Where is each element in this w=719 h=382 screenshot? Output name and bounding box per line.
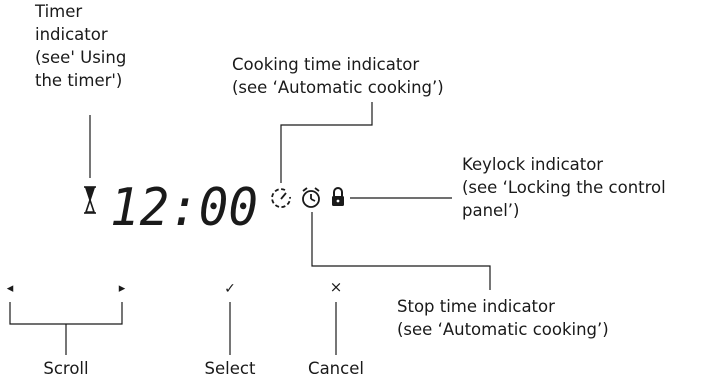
seven-segment-display: 12:00 [110,178,258,238]
hourglass-icon [84,186,96,214]
scroll-label: Scroll [43,359,89,378]
display-time: 12:00 [110,178,258,238]
select-button[interactable]: ✓ [224,281,236,297]
cooking-time-clock-icon [271,188,291,208]
cancel-button[interactable]: × [330,278,343,296]
cooking-time-leader [280,102,373,183]
scroll-right-button[interactable]: ▸ [119,281,126,296]
stop-time-indicator-label: Stop time indicator (see ‘Automatic cook… [397,297,609,339]
timer-indicator-label: Timer indicator (see' Using the timer') [35,2,127,90]
cancel-label: Cancel [308,359,364,378]
cooking-time-indicator-label: Cooking time indicator (see ‘Automatic c… [232,55,444,97]
stop-time-leader [311,212,491,290]
scroll-left-button[interactable]: ◂ [7,281,14,296]
keylock-indicator-label: Keylock indicator (see ‘Locking the cont… [462,155,666,220]
select-label: Select [204,359,256,378]
padlock-icon [332,187,344,206]
leader-lines [9,102,491,355]
scroll-bracket [9,302,123,325]
alarm-clock-icon [302,187,320,208]
